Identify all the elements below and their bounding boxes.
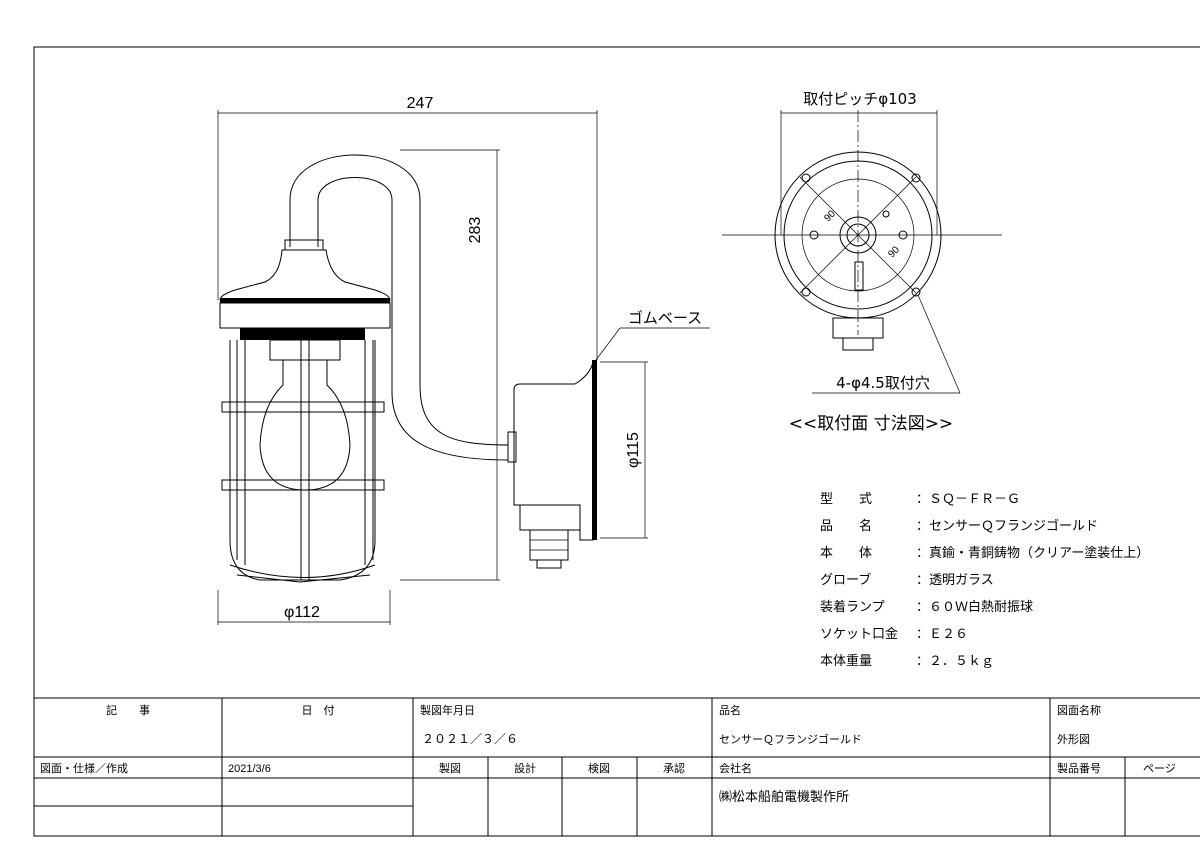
- spec-value: ：６０Ｗ白熱耐振球: [916, 599, 1033, 615]
- dim-115: φ115: [625, 432, 642, 468]
- guard-bottom: [229, 564, 376, 578]
- angle-label-b: 90: [886, 244, 902, 260]
- tb-made-date-value: ２０２１／３／６: [422, 732, 518, 746]
- label-rubber-base: ゴムベース: [628, 309, 702, 327]
- spec-value: ：ＳＱ－ＦＲ－Ｇ: [916, 492, 1020, 507]
- leader-holes: [917, 294, 961, 394]
- spec-value: ：Ｅ２６: [916, 627, 968, 642]
- mount-hole: [911, 173, 921, 183]
- sensor-body: [519, 504, 581, 531]
- tb-notes-header: 記 事: [106, 703, 150, 717]
- guard-ring: [221, 401, 385, 413]
- arm-inner: [317, 177, 509, 461]
- tb-product-label: 品名: [719, 703, 741, 717]
- slot: [854, 261, 864, 291]
- spec-label: 本 体: [820, 546, 872, 561]
- tb-company-value: ㈱松本船舶電機製作所: [719, 789, 849, 805]
- sensor-lens: [536, 559, 562, 569]
- screw-hole: [809, 230, 819, 240]
- face-sensor-tip: [842, 337, 874, 351]
- light-bulb: [259, 359, 351, 491]
- dim-112: φ112: [284, 604, 320, 621]
- tb-drawing-name-value: 外形図: [1057, 733, 1090, 746]
- mount-face-title: <<取付面 寸法図>>: [789, 414, 953, 434]
- tb-product-value: センサーＱフランジゴールド: [719, 732, 862, 746]
- spec-value: ：２．５ｋｇ: [916, 654, 994, 669]
- dim-247: 247: [407, 95, 434, 112]
- lamp-side-view: [219, 154, 597, 583]
- tb-company-label: 会社名: [719, 761, 752, 775]
- label-holes: 4-φ4.5取付穴: [836, 374, 930, 392]
- sheet-border: [33, 46, 1200, 837]
- mount-hole: [911, 287, 921, 297]
- center-hole-inner: [846, 223, 870, 247]
- spec-table: 型 式 ：ＳＱ－ＦＲ－Ｇ 品 名 ：センサーＱフランジゴールド 本 体 ：真鍮・…: [820, 492, 1149, 669]
- tb-product-no-label: 製品番号: [1057, 761, 1101, 775]
- mount-face-view: 90 90 取付ピッチφ103 4-φ4.5取付穴 <<取付面 寸法図>>: [722, 90, 1002, 434]
- spec-label: 本体重量: [820, 653, 872, 669]
- flange-step: [783, 160, 933, 310]
- flange-box: [513, 361, 594, 541]
- guard-ring: [221, 479, 385, 491]
- screw-hole: [882, 210, 890, 218]
- label-mount-pitch: 取付ピッチφ103: [803, 90, 917, 108]
- tb-row-label: 図面・仕様／作成: [40, 761, 128, 775]
- rubber-base: [592, 360, 597, 540]
- arm-outer: [289, 154, 509, 446]
- spec-label: 品 名: [820, 518, 872, 534]
- mount-hole: [801, 287, 811, 297]
- spec-label: 装着ランプ: [820, 599, 885, 615]
- angle-label-a: 90: [822, 208, 838, 224]
- hood-rim: [220, 298, 390, 303]
- side-dimensions: 247 283 φ112 φ115 ゴムベース: [217, 95, 710, 625]
- tb-page-label: ページ: [1143, 762, 1176, 775]
- socket-band: [240, 328, 365, 340]
- spec-value: ：真鍮・青銅鋳物（クリアー塗装仕上）: [916, 545, 1149, 561]
- neck-collar: [284, 239, 324, 251]
- spec-value: ：透明ガラス: [916, 573, 994, 588]
- tb-col-design: 設計: [514, 761, 536, 775]
- arm-joint: [507, 431, 517, 463]
- tb-row-date: 2021/3/6: [228, 763, 271, 775]
- mount-hole: [801, 173, 811, 183]
- spec-label: ソケット口金: [820, 626, 898, 642]
- tb-col-draw: 製図: [439, 761, 461, 775]
- dim-283: 283: [467, 217, 484, 244]
- screw-hole: [898, 230, 908, 240]
- socket: [269, 339, 341, 361]
- center-hole: [839, 216, 877, 254]
- tb-date-header: 日 付: [302, 704, 335, 717]
- title-block: 記 事 日 付 製図年月日 ２０２１／３／６ 品名 センサーＱフランジゴールド …: [34, 697, 1200, 836]
- tb-drawing-name-label: 図面名称: [1057, 703, 1101, 717]
- guard-bottom: [236, 574, 371, 583]
- spec-label: 型 式: [820, 492, 872, 507]
- hood-band: [219, 302, 391, 329]
- spec-value: ：センサーＱフランジゴールド: [916, 518, 1098, 534]
- sensor-head: [529, 529, 569, 561]
- tb-col-check: 検図: [588, 761, 610, 775]
- leader-rubber: [595, 327, 621, 361]
- hood: [219, 249, 391, 301]
- tb-col-approve: 承認: [663, 761, 685, 775]
- glass-globe: [229, 340, 376, 581]
- diag-line: [799, 176, 917, 294]
- spec-label: グローブ: [820, 572, 871, 588]
- tb-made-date-label: 製図年月日: [420, 703, 475, 717]
- pitch-circle: [801, 178, 915, 292]
